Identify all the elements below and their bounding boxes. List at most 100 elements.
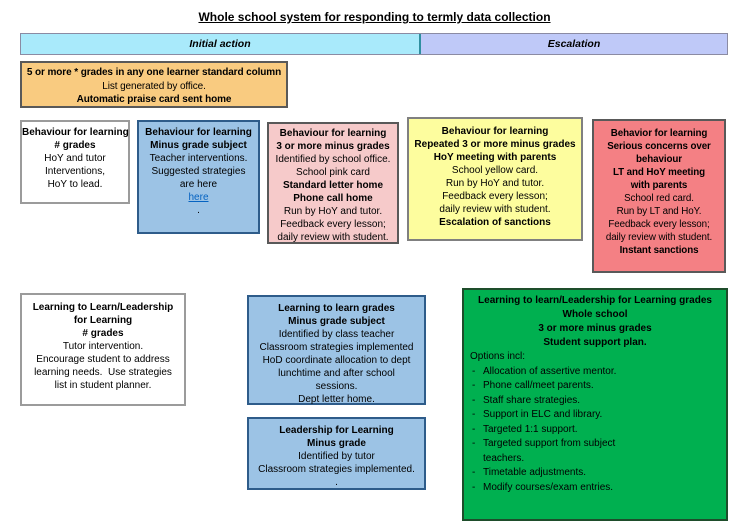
text-line: Interventions, [44, 166, 106, 177]
text-line: for Learning [73, 315, 133, 326]
ltl-grades-box: Learning to Learn/Leadership for Learnin… [20, 293, 186, 406]
option-text: Targeted support from subject [483, 438, 616, 449]
option-text: Staff share strategies. [483, 394, 581, 406]
text-line: behaviour [636, 154, 682, 165]
lfl-minus-grade-box: Leadership for Learning Minus grade Iden… [247, 417, 426, 490]
text-line: sessions. [315, 381, 358, 392]
text-line: 5 or more * grades in any one learner st… [26, 67, 282, 78]
bullet-dash: - [472, 481, 476, 493]
text-line: HoY and tutor [44, 153, 106, 164]
bfl-grades-box: Behaviour for learning # grades HoY and … [20, 120, 130, 204]
text-line: Learning to learn/Leadership for Learnin… [478, 295, 712, 306]
header-cell-escalation: Escalation [421, 34, 727, 54]
option-item: - Staff share strategies. [470, 394, 720, 409]
text-line: HoY meeting with parents [433, 152, 557, 163]
student-support-plan-box: Learning to learn/Leadership for Learnin… [462, 288, 728, 521]
option-item: - Targeted support from subject [470, 437, 720, 452]
text-line: Automatic praise card sent home [76, 94, 232, 105]
text-line: Behaviour for learning [279, 128, 387, 139]
bullet-dash-empty [470, 452, 483, 467]
text-line: are here [179, 179, 218, 190]
page-title: Whole school system for responding to te… [198, 10, 551, 24]
text-line: Behaviour for learning [145, 127, 252, 138]
text-line: Run by LT and HoY. [616, 206, 702, 217]
text-line: LT and HoY meeting [612, 167, 705, 178]
text-line: Tutor intervention. [62, 341, 144, 352]
bullet-dash: - [472, 438, 476, 449]
text-line: Leadership for Learning [279, 425, 394, 436]
text-line: Feedback every lesson; [608, 219, 710, 230]
text-line: Classroom strategies implemented [259, 342, 414, 353]
text-line: Run by HoY and tutor. [445, 178, 545, 189]
text-line: . [335, 477, 338, 488]
bullet-dash: - [472, 394, 476, 406]
option-text: Phone call/meet parents. [483, 380, 594, 391]
text-line: here [139, 191, 258, 204]
option-item-continuation: teachers. [470, 452, 720, 467]
text-line: Identified by school office. [275, 154, 391, 165]
options-intro: Options incl: [470, 351, 526, 362]
option-text: teachers. [483, 452, 525, 464]
bullet-dash: - [472, 380, 476, 391]
option-text: Support in ELC and library. [483, 409, 603, 420]
bullet-dash: - [472, 423, 476, 435]
text-line: Feedback every lesson; [442, 191, 548, 202]
text-line: . [197, 205, 200, 216]
text-line: Escalation of sanctions [439, 217, 551, 228]
text-line: Learning to learn grades [278, 303, 395, 314]
text-line: Classroom strategies implemented. [258, 464, 415, 475]
bullet-dash: - [472, 409, 476, 420]
option-item: - Allocation of assertive mentor. [470, 365, 720, 380]
text-line: list in student planner. [54, 380, 152, 391]
text-line: lunchtime and after school [278, 368, 395, 379]
text-line: Serious concerns over [607, 141, 711, 152]
text-line: Whole school [562, 309, 628, 320]
text-line: Dept letter home. [298, 394, 375, 405]
text-line: Minus grade subject [288, 316, 385, 327]
bullet-dash: - [472, 365, 476, 377]
text-line: Behaviour for learning [441, 126, 549, 137]
text-line: daily review with student. [277, 232, 389, 243]
text-line: # grades [82, 328, 124, 339]
text-line: Minus grade [307, 438, 366, 449]
text-line: List generated by office. [102, 80, 206, 92]
phase-header-bar: Initial action Escalation [20, 33, 728, 55]
option-item: - Timetable adjustments. [470, 466, 720, 481]
praise-card-box: 5 or more * grades in any one learner st… [20, 61, 288, 108]
option-item: - Targeted 1:1 support. [470, 423, 720, 438]
text-line: 3 or more minus grades [276, 141, 390, 152]
text-line: daily review with student. [439, 204, 551, 215]
text-line: Feedback every lesson; [280, 219, 386, 230]
text-line: Repeated 3 or more minus grades [414, 139, 576, 150]
text-line: Run by HoY and tutor. [283, 206, 383, 217]
text-line: Behavior for learning [610, 128, 708, 139]
bfl-minus-subject-box: Behaviour for learning Minus grade subje… [137, 120, 260, 234]
text-line: # grades [54, 140, 96, 151]
text-line: daily review with student. [605, 232, 713, 243]
strategies-link[interactable]: here [188, 192, 209, 203]
text-line: HoY to lead. [47, 179, 103, 190]
ltl-minus-subject-box: Learning to learn grades Minus grade sub… [247, 295, 426, 405]
text-line: Learning to Learn/Leadership [32, 302, 174, 313]
option-text: Allocation of assertive mentor. [483, 365, 617, 377]
text-line: School pink card [296, 167, 370, 178]
option-item: - Phone call/meet parents. [470, 379, 720, 394]
bfl-three-minus-box: Behaviour for learning 3 or more minus g… [267, 122, 399, 244]
bfl-repeated-minus-box: Behaviour for learning Repeated 3 or mor… [407, 117, 583, 241]
option-item: - Support in ELC and library. [470, 408, 720, 423]
header-cell-initial-action: Initial action [21, 34, 421, 54]
text-line: Phone call home [293, 193, 373, 204]
option-item: - Modify courses/exam entries. [470, 481, 720, 496]
text-line: Encourage student to address [36, 354, 170, 365]
text-line: HoD coordinate allocation to dept [262, 355, 411, 366]
text-line: 3 or more minus grades [538, 323, 652, 334]
text-line: Student support plan. [543, 337, 647, 348]
option-text: Timetable adjustments. [483, 467, 587, 478]
text-line: Teacher interventions. [149, 153, 248, 164]
text-line: Identified by tutor [298, 451, 375, 462]
text-line: learning needs. Use strategies [34, 367, 172, 378]
text-line: Suggested strategies [151, 166, 246, 177]
option-text: Modify courses/exam entries. [483, 481, 614, 493]
text-line: Instant sanctions [619, 245, 699, 256]
